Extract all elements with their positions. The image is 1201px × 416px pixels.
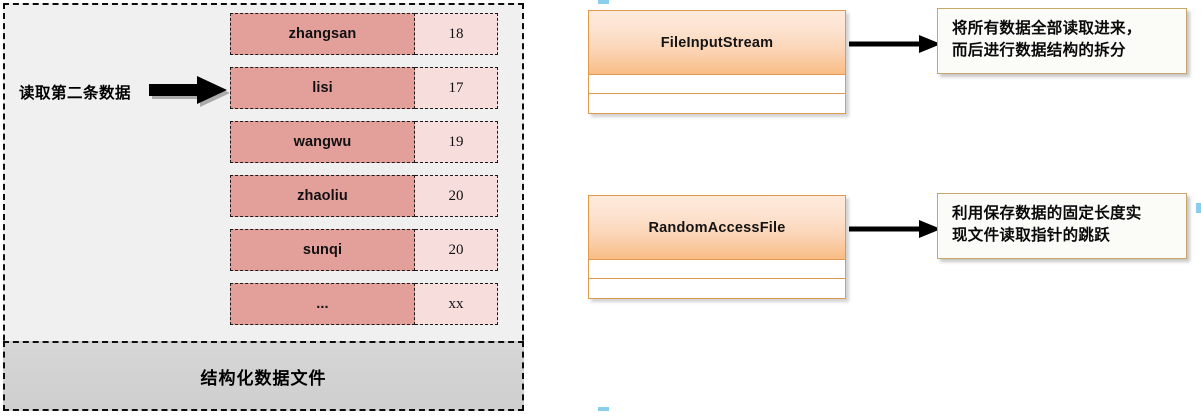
structured-data-file-caption: 结构化数据文件 <box>3 341 524 411</box>
callout-fileinputstream: 将所有数据全部读取进来， 而后进行数据结构的拆分 <box>937 8 1187 74</box>
record-age-cell: 20 <box>415 229 498 271</box>
selection-handle-icon <box>598 0 609 4</box>
selection-handle-icon <box>598 407 609 411</box>
callout-line-2: 而后进行数据结构的拆分 <box>952 42 1126 60</box>
record-list: zhangsan 18 lisi 17 wangwu 19 zhaoliu 20… <box>230 13 498 325</box>
uml-methods-compartment <box>589 279 845 298</box>
record-age-cell: 18 <box>415 13 498 55</box>
table-row[interactable]: lisi 17 <box>230 67 498 109</box>
right-block-arrow-icon <box>147 75 230 107</box>
uml-attributes-compartment <box>589 260 845 279</box>
table-row[interactable]: zhaoliu 20 <box>230 175 498 217</box>
record-age-cell: 20 <box>415 175 498 217</box>
uml-class-title: RandomAccessFile <box>589 196 845 260</box>
table-row[interactable]: zhangsan 18 <box>230 13 498 55</box>
uml-class-randomaccessfile[interactable]: RandomAccessFile <box>588 195 846 299</box>
callout-line-1: 将所有数据全部读取进来， <box>952 20 1142 37</box>
read-second-record-label: 读取第二条数据 <box>19 85 132 102</box>
record-name-cell: zhaoliu <box>230 175 415 217</box>
record-name-cell: ... <box>230 283 415 325</box>
record-name-cell: sunqi <box>230 229 415 271</box>
selection-handle-icon <box>1196 203 1201 213</box>
record-name-cell: wangwu <box>230 121 415 163</box>
record-name-cell: zhangsan <box>230 13 415 55</box>
uml-class-title: FileInputStream <box>589 11 845 75</box>
table-row[interactable]: ... xx <box>230 283 498 325</box>
record-age-cell: xx <box>415 283 498 325</box>
callout-line-1: 利用保存数据的固定长度实 <box>952 205 1142 222</box>
record-age-cell: 19 <box>415 121 498 163</box>
table-row[interactable]: sunqi 20 <box>230 229 498 271</box>
right-arrow-icon <box>849 217 941 241</box>
record-age-cell: 17 <box>415 67 498 109</box>
right-arrow-icon <box>849 32 941 56</box>
uml-methods-compartment <box>589 94 845 113</box>
callout-line-2: 现文件读取指针的跳跃 <box>952 227 1111 245</box>
uml-attributes-compartment <box>589 75 845 94</box>
callout-randomaccessfile: 利用保存数据的固定长度实 现文件读取指针的跳跃 <box>937 193 1187 259</box>
table-row[interactable]: wangwu 19 <box>230 121 498 163</box>
uml-class-fileinputstream[interactable]: FileInputStream <box>588 10 846 114</box>
record-name-cell: lisi <box>230 67 415 109</box>
